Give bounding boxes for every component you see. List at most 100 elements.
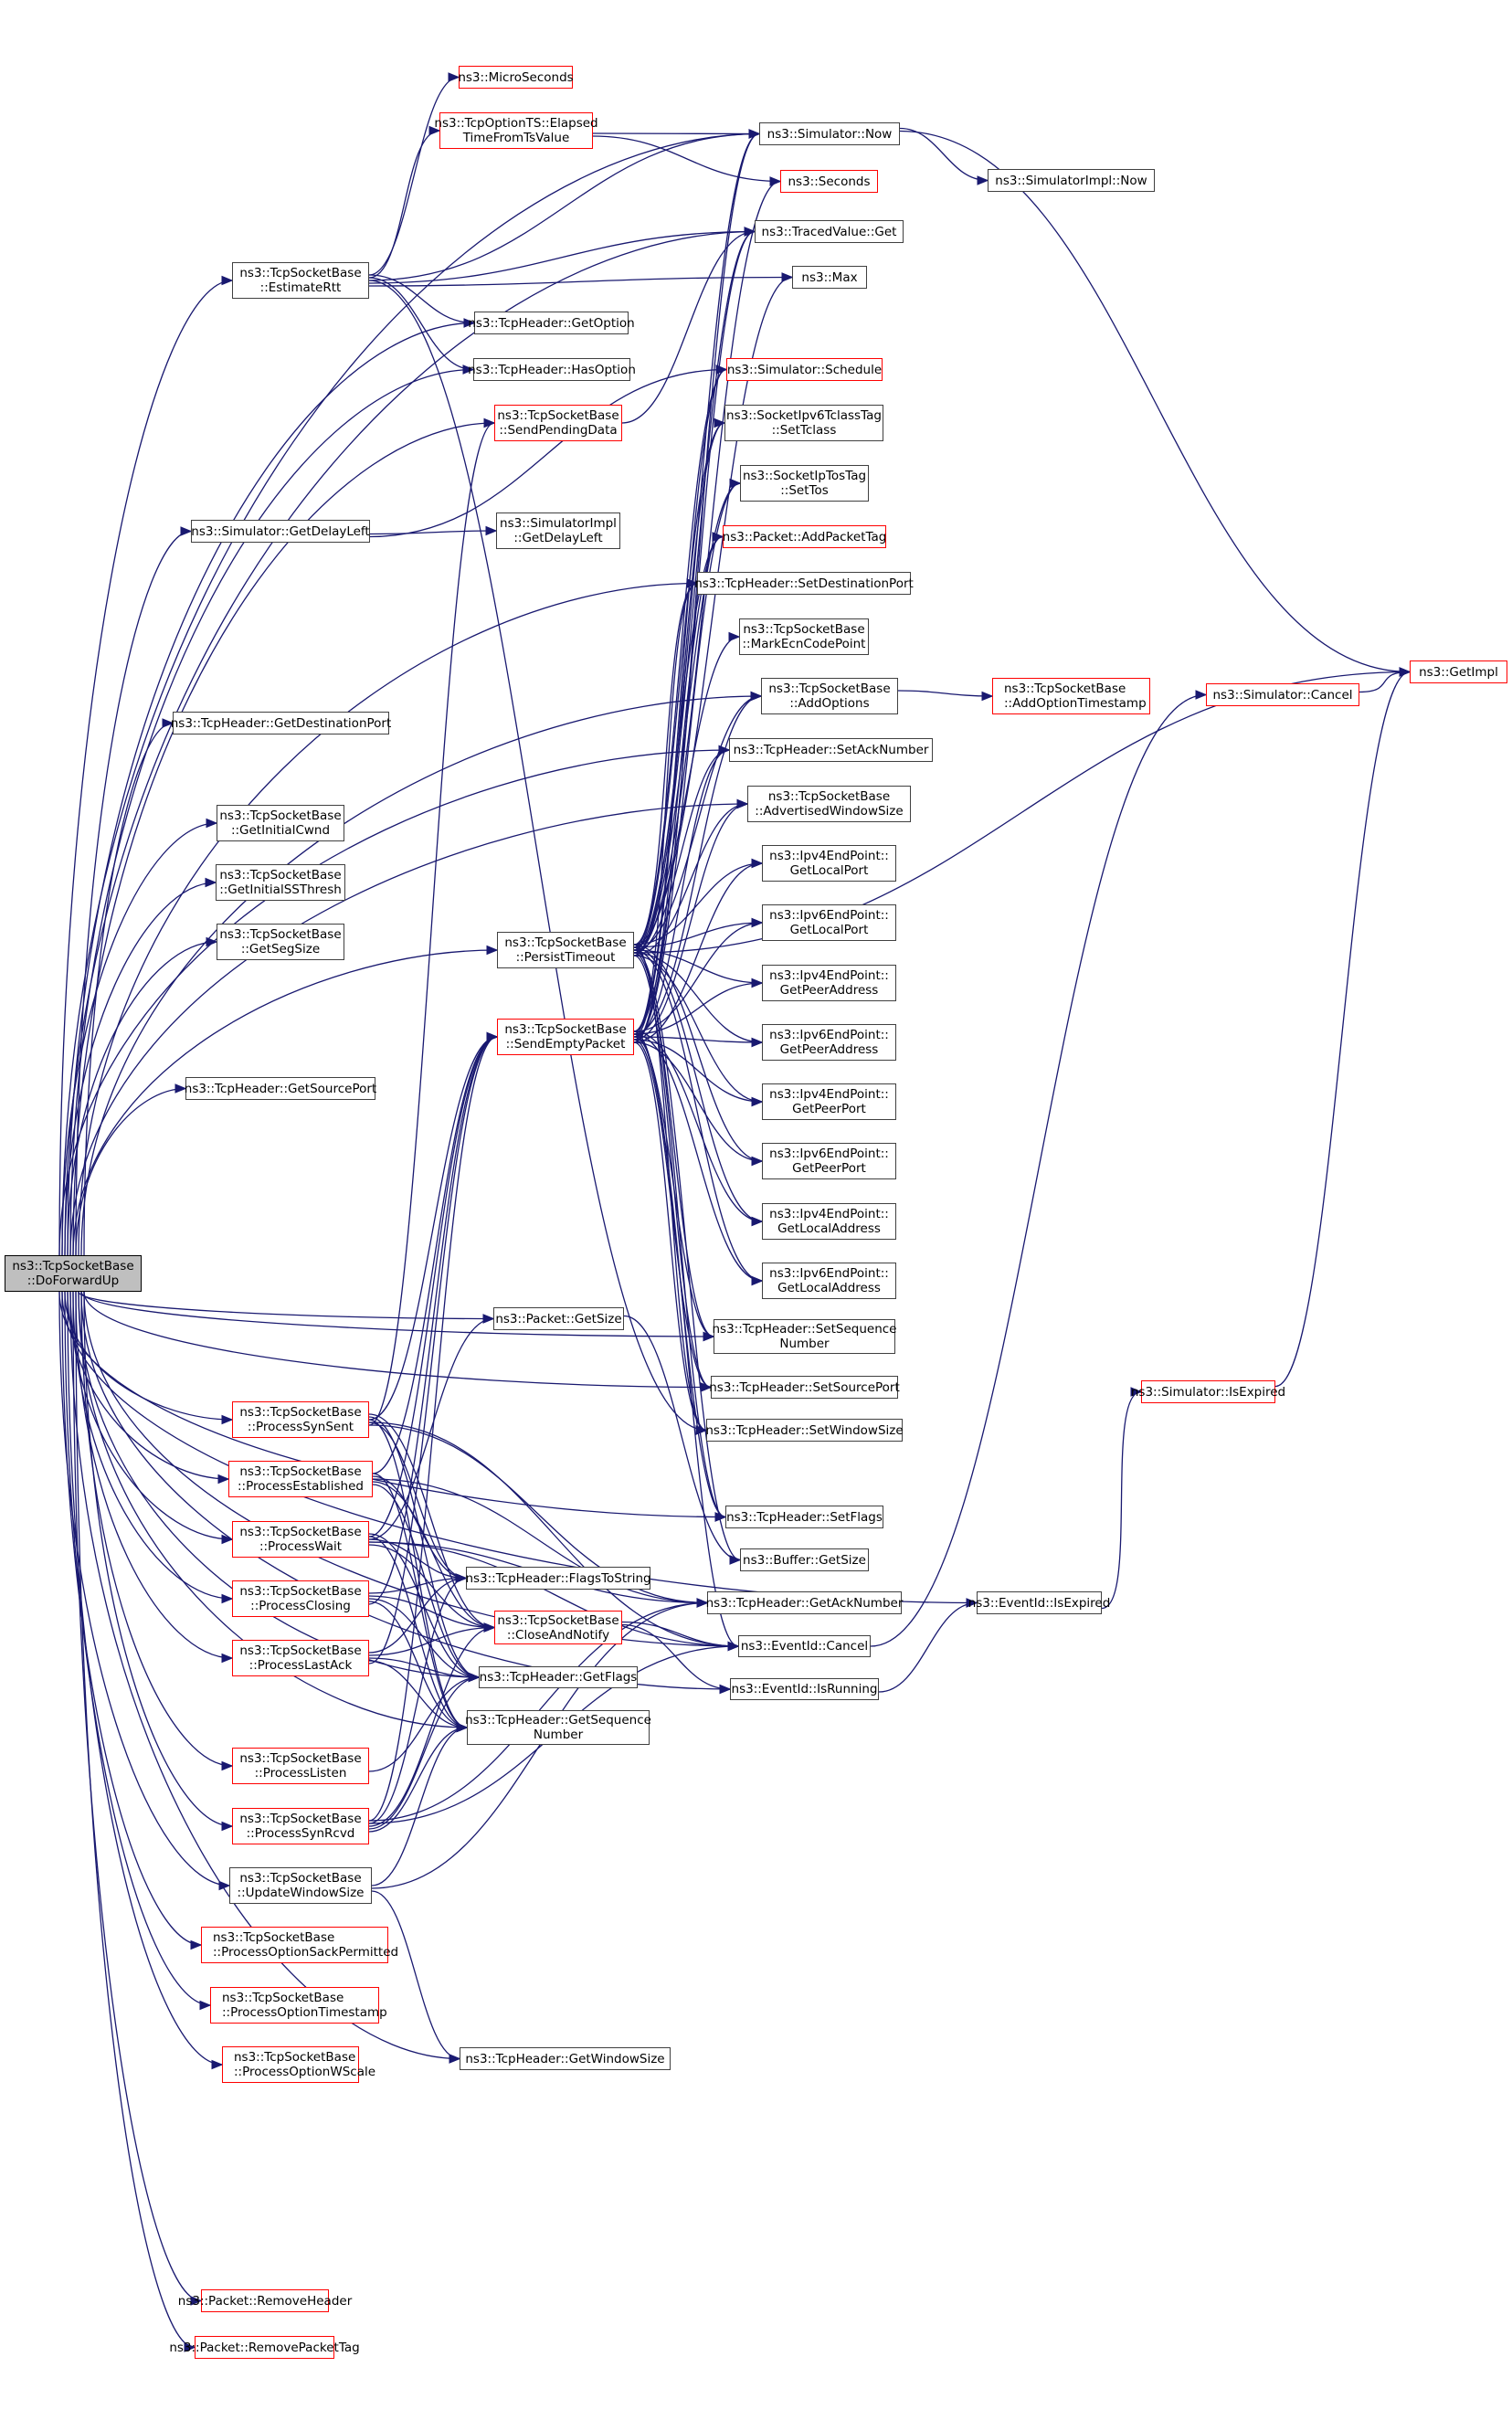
node-setacknumber[interactable]: ns3::TcpHeader::SetAckNumber [729,738,933,762]
node-max[interactable]: ns3::Max [792,266,867,289]
node-setdestport[interactable]: ns3::TcpHeader::SetDestinationPort [694,572,914,595]
edge-persisttimeout-to-markecn [633,636,740,948]
node-removepackettag[interactable]: ns3::Packet::RemovePacketTag [169,2336,360,2359]
edge-simnow-to-getimpl [899,130,1411,673]
node-ipv4peerport[interactable]: ns3::Ipv4EndPoint:: GetPeerPort [762,1083,896,1120]
edge-doforwardup-to-processlastack [75,1291,233,1659]
node-addopttimestamp[interactable]: ns3::TcpSocketBase ::AddOptionTimestamp [992,678,1150,714]
node-settos[interactable]: ns3::SocketIpTosTag ::SetTos [740,465,869,502]
node-getdelayleft[interactable]: ns3::Simulator::GetDelayLeft [191,520,370,543]
node-eventisexpired[interactable]: ns3::EventId::IsExpired [968,1591,1110,1614]
node-getoption[interactable]: ns3::TcpHeader::GetOption [468,312,635,334]
node-getinitialssthresh[interactable]: ns3::TcpSocketBase ::GetInitialSSThresh [216,864,345,901]
node-label: ns3::TcpHeader::SetDestinationPort [694,576,914,591]
node-optwscale[interactable]: ns3::TcpSocketBase ::ProcessOptionWScale [222,2046,375,2083]
node-processestablished[interactable]: ns3::TcpSocketBase ::ProcessEstablished [228,1461,373,1497]
edge-processlastack-to-getseqnum [368,1660,468,1728]
node-optsackpermitted[interactable]: ns3::TcpSocketBase ::ProcessOptionSackPe… [201,1927,398,1963]
arrowhead-icon [751,1156,764,1167]
node-sendemptypacket[interactable]: ns3::TcpSocketBase ::SendEmptyPacket [497,1019,634,1055]
node-opttimestamp[interactable]: ns3::TcpSocketBase ::ProcessOptionTimest… [210,1987,387,2024]
node-ipv6localport[interactable]: ns3::Ipv6EndPoint:: GetLocalPort [762,904,896,941]
node-label: ns3::TcpHeader::GetWindowSize [465,2051,665,2066]
node-processclosing[interactable]: ns3::TcpSocketBase ::ProcessClosing [232,1580,369,1617]
node-getwindowsize[interactable]: ns3::TcpHeader::GetWindowSize [460,2047,671,2070]
node-advwindow[interactable]: ns3::TcpSocketBase ::AdvertisedWindowSiz… [747,786,911,822]
edge-doforwardup-to-getsourceport [75,1087,186,1256]
node-sendpending[interactable]: ns3::TcpSocketBase ::SendPendingData [494,405,622,441]
edge-processclosing-to-sendemptypacket [368,1036,498,1605]
node-ipv4localaddr[interactable]: ns3::Ipv4EndPoint:: GetLocalAddress [762,1203,896,1240]
node-buffergetsize[interactable]: ns3::Buffer::GetSize [740,1548,869,1571]
node-persisttimeout[interactable]: ns3::TcpSocketBase ::PersistTimeout [497,932,634,968]
node-seconds[interactable]: ns3::Seconds [780,170,878,193]
edge-eventcancel-to-simcancel [870,693,1207,1647]
node-ipv6localaddr[interactable]: ns3::Ipv6EndPoint:: GetLocalAddress [762,1263,896,1299]
node-ipv4localport[interactable]: ns3::Ipv4EndPoint:: GetLocalPort [762,845,896,882]
node-ipv6peeraddr[interactable]: ns3::Ipv6EndPoint:: GetPeerAddress [762,1024,896,1061]
node-estimatertt[interactable]: ns3::TcpSocketBase ::EstimateRtt [232,262,369,299]
node-getseqnum[interactable]: ns3::TcpHeader::GetSequence Number [465,1710,651,1745]
node-addoptions[interactable]: ns3::TcpSocketBase ::AddOptions [761,678,898,714]
arrowhead-icon [1130,1387,1143,1397]
edge-sendemptypacket-to-setsourceport [633,1039,712,1389]
node-isrunning[interactable]: ns3::EventId::IsRunning [730,1678,879,1700]
node-packetgetsize[interactable]: ns3::Packet::GetSize [493,1307,624,1330]
node-processlisten[interactable]: ns3::TcpSocketBase ::ProcessListen [232,1748,369,1784]
arrowhead-icon [221,1593,234,1604]
edge-processsynsent-to-getacknumber [368,1424,708,1604]
node-getacknumber[interactable]: ns3::TcpHeader::GetAckNumber [706,1591,903,1614]
node-setsourceport[interactable]: ns3::TcpHeader::SetSourcePort [709,1376,900,1399]
edge-processwait-to-getseqnum [368,1536,468,1728]
node-microseconds[interactable]: ns3::MicroSeconds [458,66,574,89]
node-ipv4peeraddr[interactable]: ns3::Ipv4EndPoint:: GetPeerAddress [762,965,896,1001]
arrowhead-icon [206,936,218,947]
node-getflags[interactable]: ns3::TcpHeader::GetFlags [479,1666,638,1688]
node-setflags[interactable]: ns3::TcpHeader::SetFlags [725,1506,883,1528]
edge-doforwardup-to-getsegsize [67,941,217,1256]
node-processlastack[interactable]: ns3::TcpSocketBase ::ProcessLastAck [232,1640,369,1676]
node-settclass[interactable]: ns3::SocketIpv6TclassTag ::SetTclass [724,405,883,441]
node-simnow[interactable]: ns3::Simulator::Now [759,122,900,145]
edge-persisttimeout-to-ipv4peeraddr [633,949,763,984]
node-schedule[interactable]: ns3::Simulator::Schedule [726,358,883,381]
node-eventcancel[interactable]: ns3::EventId::Cancel [738,1635,871,1657]
arrowhead-icon [751,978,764,988]
edge-processsynsent-to-getflags [368,1416,480,1678]
node-label: ns3::SocketIpTosTag ::SetTos [742,469,867,498]
node-tracedget[interactable]: ns3::TracedValue::Get [755,220,904,243]
node-processwait[interactable]: ns3::TcpSocketBase ::ProcessWait [232,1521,369,1558]
node-addpackettag[interactable]: ns3::Packet::AddPacketTag [723,525,886,548]
node-simisexpired[interactable]: ns3::Simulator::IsExpired [1131,1380,1285,1403]
node-getdestport[interactable]: ns3::TcpHeader::GetDestinationPort [171,712,391,734]
edge-processsynrcvd-to-getseqnum [368,1727,468,1833]
node-label: ns3::TcpSocketBase ::AdvertisedWindowSiz… [755,789,904,819]
node-implgetdelayleft[interactable]: ns3::SimulatorImpl ::GetDelayLeft [496,513,620,549]
node-processsynrcvd[interactable]: ns3::TcpSocketBase ::ProcessSynRcvd [232,1808,369,1844]
node-getsegsize[interactable]: ns3::TcpSocketBase ::GetSegSize [217,924,344,960]
node-flagstostring[interactable]: ns3::TcpHeader::FlagsToString [465,1567,651,1590]
node-simcancel[interactable]: ns3::Simulator::Cancel [1206,683,1359,706]
node-ipv6peerport[interactable]: ns3::Ipv6EndPoint:: GetPeerPort [762,1143,896,1179]
edge-closeandnotify-to-isrunning [621,1623,731,1690]
node-setseqnum[interactable]: ns3::TcpHeader::SetSequence Number [713,1319,897,1354]
node-closeandnotify[interactable]: ns3::TcpSocketBase ::CloseAndNotify [494,1611,622,1644]
edge-processsynsent-to-flagstostring [368,1421,467,1580]
node-updatewindowsize[interactable]: ns3::TcpSocketBase ::UpdateWindowSize [229,1867,372,1904]
node-getimpl[interactable]: ns3::GetImpl [1410,660,1507,683]
node-label: ns3::TcpHeader::FlagsToString [465,1570,651,1586]
node-removeheader[interactable]: ns3::Packet::RemoveHeader [178,2289,352,2312]
node-getinitialcwnd[interactable]: ns3::TcpSocketBase ::GetInitialCwnd [217,805,344,841]
node-elapsedtime[interactable]: ns3::TcpOptionTS::Elapsed TimeFromTsValu… [434,112,598,149]
node-setwindowsize[interactable]: ns3::TcpHeader::SetWindowSize [705,1419,904,1442]
node-processsynsent[interactable]: ns3::TcpSocketBase ::ProcessSynSent [232,1401,369,1438]
edge-processclosing-to-flagstostring [368,1577,467,1594]
edge-sendemptypacket-to-ipv4localaddr [633,1030,763,1222]
edge-doforwardup-to-getoption [67,322,475,1256]
node-hasoption[interactable]: ns3::TcpHeader::HasOption [468,358,636,381]
node-getsourceport[interactable]: ns3::TcpHeader::GetSourcePort [185,1077,376,1100]
node-markecn[interactable]: ns3::TcpSocketBase ::MarkEcnCodePoint [739,618,869,655]
node-simimplnow[interactable]: ns3::SimulatorImpl::Now [988,169,1155,192]
node-label: ns3::SimulatorImpl ::GetDelayLeft [500,516,617,545]
arrowhead-icon [205,877,217,888]
